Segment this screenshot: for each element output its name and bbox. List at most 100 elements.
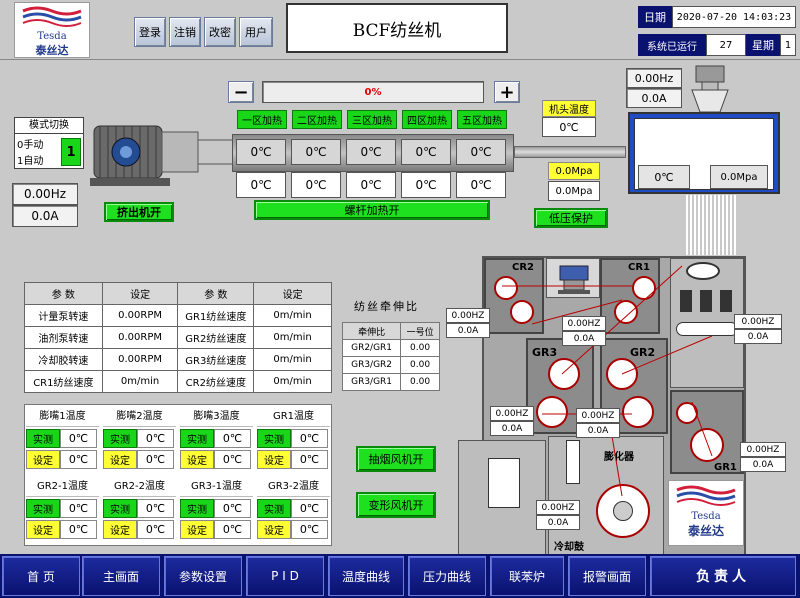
filament-guide-eye	[686, 262, 720, 280]
set-label: 设定	[257, 520, 291, 539]
zone3-set-temp[interactable]: 0℃	[346, 139, 396, 165]
zone1-set-temp[interactable]: 0℃	[236, 139, 286, 165]
gr2-roller-2	[622, 396, 654, 428]
change-password-button[interactable]: 改密	[204, 17, 236, 47]
zone3-heat-button[interactable]: 三区加热	[347, 110, 397, 129]
param-value[interactable]: 0.00RPM	[101, 304, 179, 327]
speed-decrease-button[interactable]: −	[228, 81, 254, 103]
actual-temp-value: 0℃	[214, 499, 251, 518]
nav-owner[interactable]: 负责人	[650, 556, 796, 596]
mode-value[interactable]: 1	[61, 138, 81, 166]
temp-cell-title: GR3-2温度	[257, 477, 330, 497]
motor-current-tag: 0.0A	[562, 331, 606, 346]
pressure-value-1: 0.0Mpa	[548, 162, 600, 180]
nav-alarm[interactable]: 报警画面	[568, 556, 646, 596]
set-temp-value[interactable]: 0℃	[214, 450, 251, 469]
texture-fan-button[interactable]: 变形风机开	[356, 492, 436, 518]
zone5-heat-button[interactable]: 五区加热	[457, 110, 507, 129]
motor-freq-tag: 0.00HZ	[562, 316, 606, 331]
logout-button[interactable]: 注销	[169, 17, 201, 47]
gr1-roller-2	[690, 428, 724, 462]
extruder-frequency: 0.00Hz	[12, 183, 78, 205]
param-value[interactable]: 0.00RPM	[101, 326, 179, 349]
nav-main[interactable]: 主画面	[82, 556, 160, 596]
param-header-2: 参 数	[177, 282, 255, 305]
motor-current-tag: 0.0A	[576, 423, 620, 438]
login-button[interactable]: 登录	[134, 17, 166, 47]
speed-increase-button[interactable]: +	[494, 81, 520, 103]
nav-pressure-curve[interactable]: 压力曲线	[408, 556, 486, 596]
param-name: CR1纺丝速度	[24, 370, 103, 393]
exhaust-fan-button[interactable]: 抽烟风机开	[356, 446, 436, 472]
table-row: GR3/GR1 0.00	[341, 373, 440, 391]
actual-temp-value: 0℃	[214, 429, 251, 448]
set-label: 设定	[103, 450, 137, 469]
actual-label: 实测	[257, 429, 291, 448]
motor-freq-tag: 0.00HZ	[740, 442, 786, 457]
set-temp-value[interactable]: 0℃	[60, 450, 97, 469]
set-temp-value[interactable]: 0℃	[137, 520, 174, 539]
extruder-motor-icon	[90, 125, 235, 186]
jet-block-2	[700, 290, 712, 312]
zone4-heat-button[interactable]: 四区加热	[402, 110, 452, 129]
mode-switch-title: 模式切换	[15, 118, 83, 134]
motor-current-tag: 0.0A	[536, 515, 580, 530]
param-value[interactable]: 0m/min	[253, 304, 332, 327]
set-temp-value[interactable]: 0℃	[60, 520, 97, 539]
set-label: 设定	[26, 450, 60, 469]
speed-progress-bar: 0%	[262, 81, 484, 103]
param-value[interactable]: 0m/min	[253, 348, 332, 371]
screw-heat-button[interactable]: 螺杆加热开	[254, 200, 490, 220]
filament-bundle	[686, 195, 736, 255]
motor-current-tag: 0.0A	[740, 457, 786, 472]
param-value[interactable]: 0m/min	[101, 370, 179, 393]
param-name: CR2纺丝速度	[177, 370, 255, 393]
param-value[interactable]: 0m/min	[253, 326, 332, 349]
pump-frequency: 0.00Hz	[626, 68, 682, 88]
head-temp-value: 0℃	[542, 117, 596, 137]
week-label: 星期	[746, 34, 780, 56]
zone5-actual-temp: 0℃	[456, 172, 506, 198]
zone5-set-temp[interactable]: 0℃	[456, 139, 506, 165]
param-value[interactable]: 0.00RPM	[101, 348, 179, 371]
actual-temp-value: 0℃	[60, 429, 97, 448]
set-temp-value[interactable]: 0℃	[291, 520, 328, 539]
oiler-label: 膨化器	[604, 452, 634, 463]
param-value[interactable]: 0m/min	[253, 370, 332, 393]
temp-cell-title: GR3-1温度	[180, 477, 253, 497]
actual-label: 实测	[103, 499, 137, 518]
run-days-label: 系统已运行	[638, 34, 706, 56]
user-button[interactable]: 用户	[239, 17, 273, 47]
nav-home[interactable]: 首 页	[2, 556, 80, 596]
nav-biphenyl-furnace[interactable]: 联苯炉	[490, 556, 564, 596]
zone2-actual-temp: 0℃	[291, 172, 341, 198]
motor-current-tag: 0.0A	[490, 421, 534, 436]
setting-header-2: 设定	[253, 282, 332, 305]
temp-cell-title: GR2-1温度	[26, 477, 99, 497]
motor-gear-icon	[558, 265, 590, 294]
draw-ratio-title: 纺丝牵伸比	[354, 300, 419, 313]
set-temp-value[interactable]: 0℃	[137, 450, 174, 469]
set-temp-value[interactable]: 0℃	[214, 520, 251, 539]
brand-logo: Tesda 泰丝达	[14, 2, 90, 58]
nav-temp-curve[interactable]: 温度曲线	[328, 556, 404, 596]
table-row: GR3/GR2 0.00	[341, 356, 440, 374]
extruder-start-button[interactable]: 挤出机开	[104, 202, 174, 222]
set-temp-value[interactable]: 0℃	[291, 450, 328, 469]
zone2-heat-button[interactable]: 二区加热	[292, 110, 342, 129]
nav-pid[interactable]: P I D	[246, 556, 324, 596]
motor-freq-tag: 0.00HZ	[490, 406, 534, 421]
low-pressure-protect-button[interactable]: 低压保护	[534, 208, 608, 228]
zone1-heat-button[interactable]: 一区加热	[237, 110, 287, 129]
company-logo: Tesda 泰丝达	[668, 480, 744, 546]
zone4-set-temp[interactable]: 0℃	[401, 139, 451, 165]
nav-params[interactable]: 参数设置	[164, 556, 242, 596]
position-header: 一号位	[400, 322, 440, 340]
draw-ratio-table: 牵伸比 一号位 GR2/GR1 0.00 GR3/GR2 0.00 GR3/GR…	[341, 322, 440, 391]
zone2-set-temp[interactable]: 0℃	[291, 139, 341, 165]
date-label: 日期	[638, 6, 672, 28]
